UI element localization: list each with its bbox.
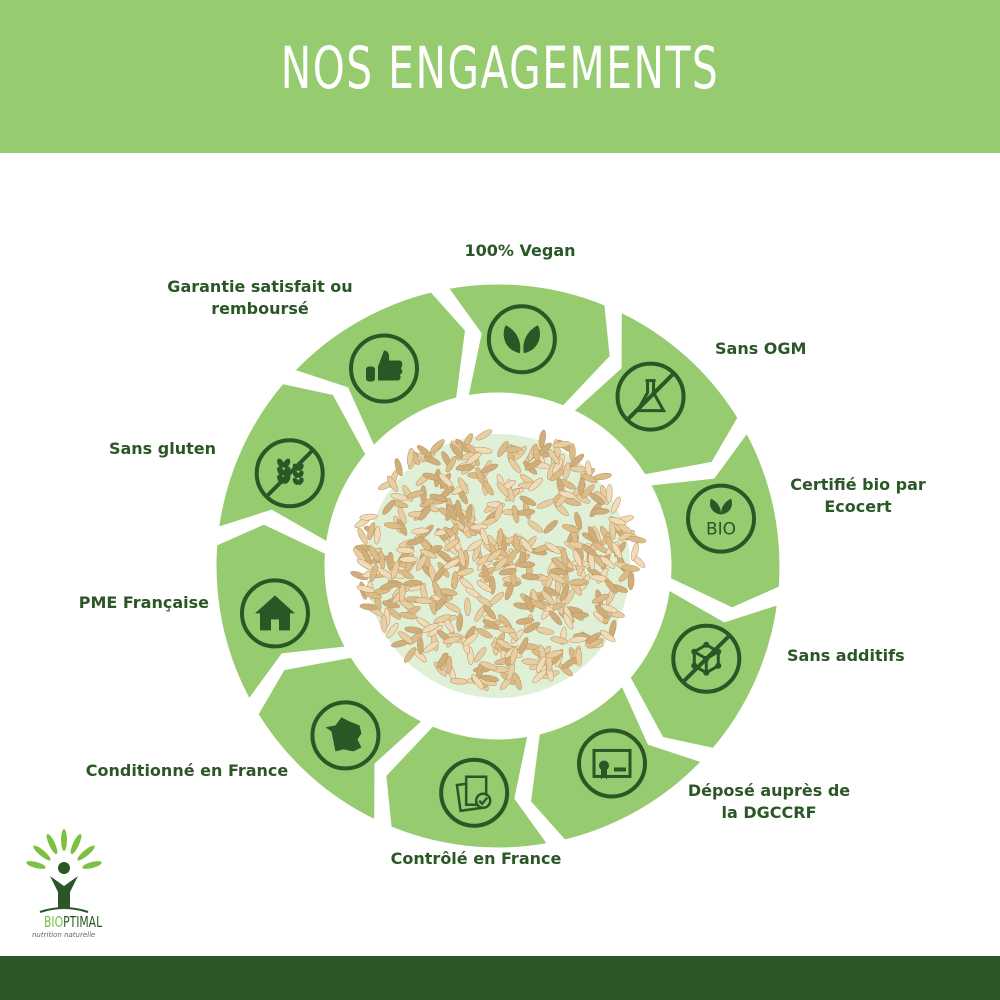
no-wheat-icon — [254, 438, 325, 509]
segment-certificate — [527, 681, 706, 843]
page-title: NOS ENGAGEMENTS — [280, 34, 720, 102]
bio-text: BIO — [706, 520, 736, 540]
header-banner: NOS ENGAGEMENTS — [0, 0, 1000, 153]
footer-bar — [0, 956, 1000, 1000]
france-map-icon — [310, 700, 381, 771]
segment-no-wheat — [215, 380, 369, 546]
label-line: la DGCCRF — [721, 803, 817, 822]
rice-grains-image — [350, 429, 647, 692]
label-controle: Contrôlé en France — [390, 849, 562, 868]
label-sans-additifs: Sans additifs — [787, 646, 905, 665]
label-conditionne: Conditionné en France — [85, 761, 289, 780]
segment-no-molecule — [627, 586, 781, 752]
label-gluten: Sans gluten — [108, 439, 216, 458]
logo-tagline: nutrition naturelle — [32, 931, 96, 939]
label-line: Garantie satisfait ou — [167, 277, 353, 296]
leaves-icon — [486, 304, 557, 375]
thumbs-up-icon — [349, 333, 419, 404]
label-line: Ecocert — [824, 497, 892, 516]
logo-wordmark: BIOPTIMAL — [44, 913, 102, 931]
label-pme: PME Française — [78, 593, 209, 612]
label-line: Déposé auprès de — [687, 781, 851, 800]
clipboard-check-icon — [439, 757, 510, 828]
house-icon — [239, 578, 310, 649]
logo-brand-a: BIO — [44, 913, 64, 931]
no-flask-icon — [615, 361, 686, 432]
certificate-icon — [577, 728, 647, 799]
logo-brand-b: PTIMAL — [63, 913, 103, 931]
label-sans-ogm: Sans OGM — [715, 339, 807, 358]
bio-leaf-icon: BIO — [686, 483, 757, 554]
segment-bio-leaf — [646, 428, 783, 611]
label-line: remboursé — [211, 299, 309, 318]
label-garantie: Garantie satisfait ou remboursé — [167, 276, 352, 320]
label-dgccrf: Déposé auprès de la DGCCRF — [688, 780, 850, 824]
bioptimal-logo — [26, 829, 102, 913]
label-vegan: 100% Vegan — [464, 241, 576, 260]
label-line: Certifié bio par — [790, 475, 926, 494]
no-molecule-icon — [671, 623, 742, 694]
